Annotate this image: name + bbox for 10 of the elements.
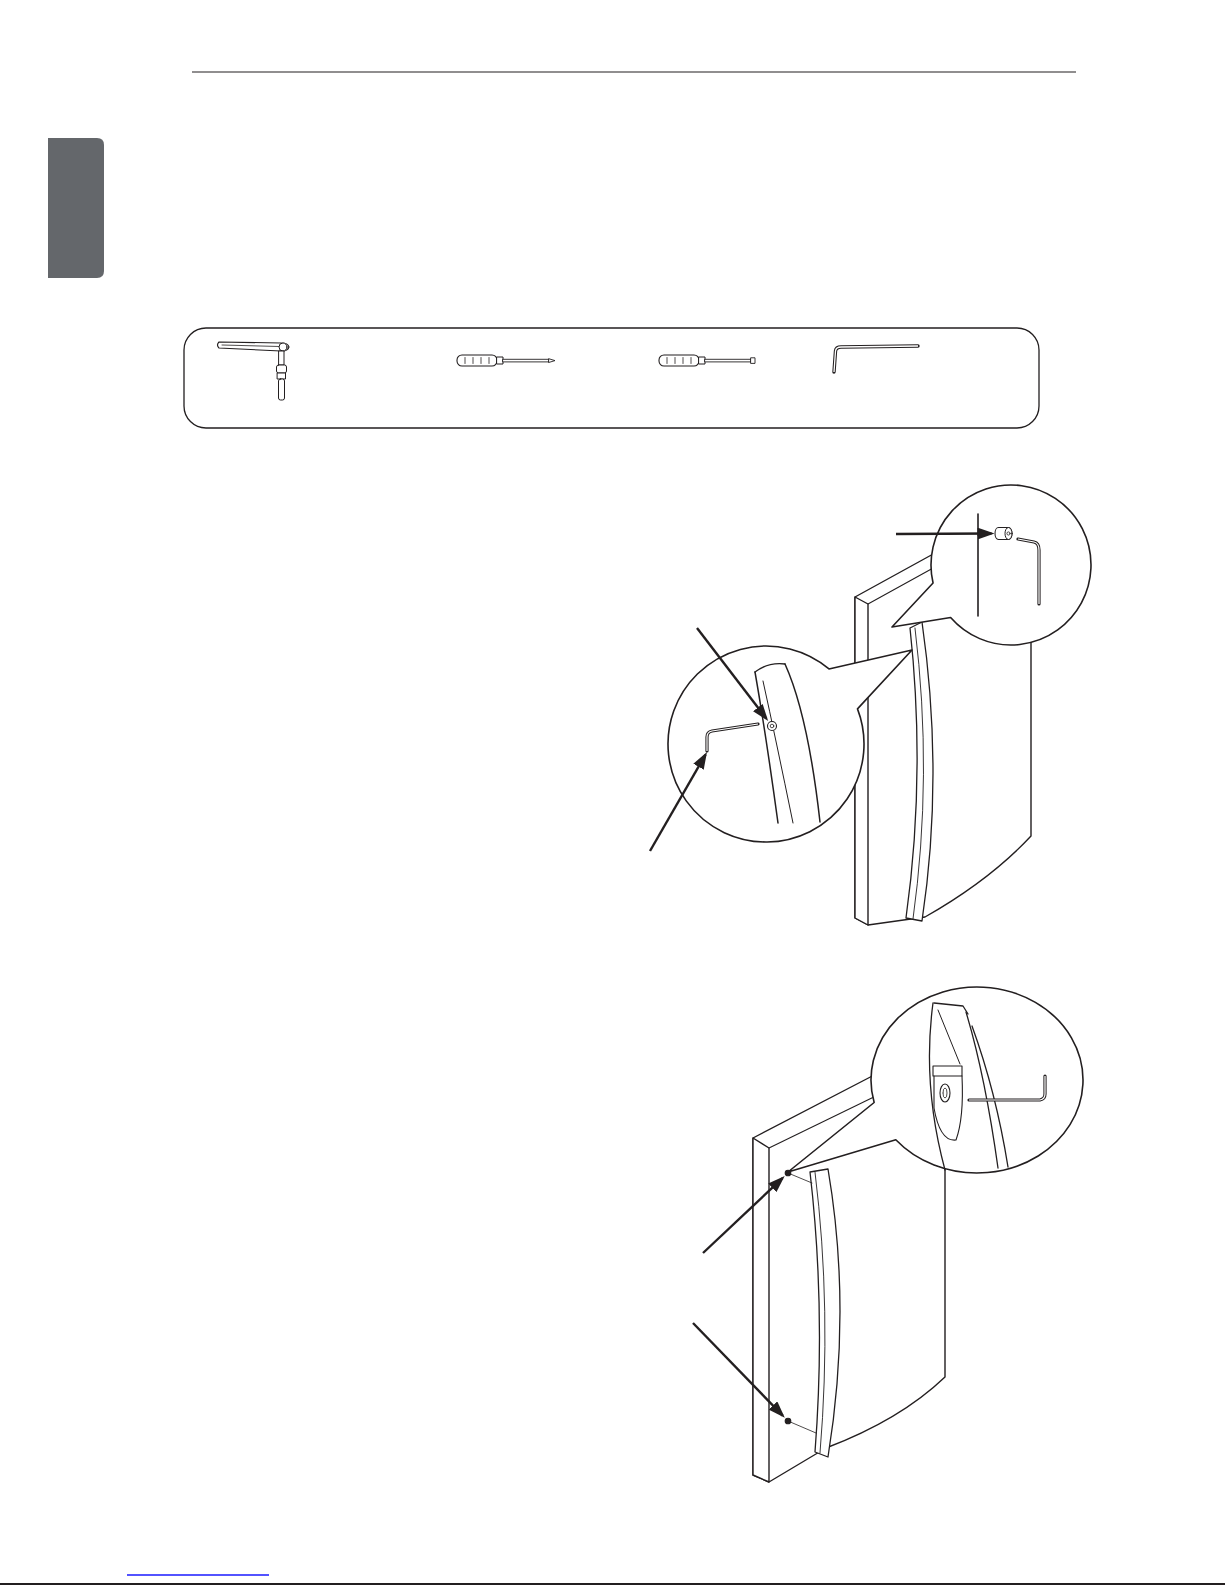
arrow: [702, 1176, 785, 1254]
arrow: [692, 1322, 785, 1418]
hole: [784, 1169, 792, 1177]
side-tab: [48, 138, 104, 278]
arrow: [648, 752, 707, 852]
hex-key: [705, 722, 760, 753]
hole: [766, 720, 778, 732]
arrow: [696, 627, 769, 721]
hole: [784, 1417, 792, 1425]
bolt: [994, 526, 1013, 541]
